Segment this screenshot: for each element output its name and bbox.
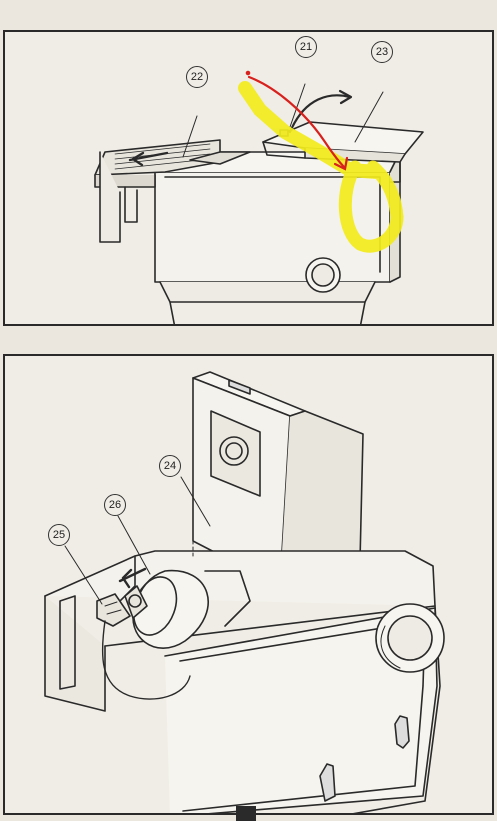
red-arrow-mark bbox=[245, 70, 349, 171]
callout-26: 26 bbox=[104, 494, 126, 516]
callout-23: 23 bbox=[371, 41, 393, 63]
projection-lamp-shape bbox=[124, 569, 209, 649]
projector-top-illustration bbox=[94, 70, 424, 324]
projector-open-illustration bbox=[44, 371, 445, 813]
callout-22: 22 bbox=[186, 66, 208, 88]
callout-24: 24 bbox=[159, 455, 181, 477]
lamp-socket-shape bbox=[96, 593, 191, 700]
callout-21: 21 bbox=[295, 36, 317, 58]
figure-bottom-panel: 24 26 25 bbox=[3, 354, 494, 815]
page-edge-mark bbox=[236, 806, 256, 821]
callout-25: 25 bbox=[48, 524, 70, 546]
lamp-housing-panel-shape bbox=[192, 371, 364, 587]
yellow-highlight-mark bbox=[238, 81, 404, 253]
figure-top-panel: 21 23 22 bbox=[3, 30, 494, 326]
